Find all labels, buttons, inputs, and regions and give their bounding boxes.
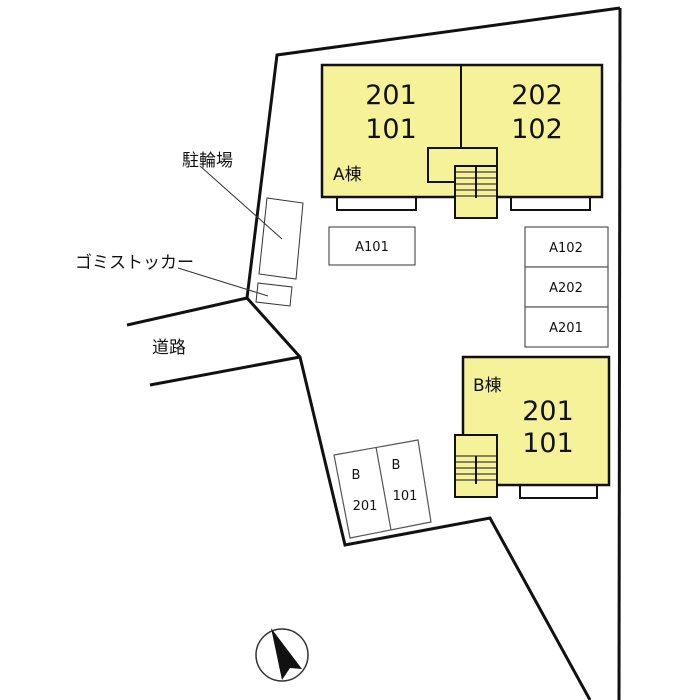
north-arrow-icon (255, 628, 309, 682)
road-edge-lower (149, 355, 301, 387)
label-garbage-stocker: ゴミストッカー (75, 252, 194, 273)
label-bicycle-parking: 駐輪場 (182, 151, 233, 171)
parking-space-a101: A101 (328, 226, 416, 266)
svg-text:B: B (392, 458, 401, 473)
unit-b-101: 101 (522, 428, 574, 459)
building-b-label: B棟 (473, 376, 502, 396)
parking-space-a102: A102 (524, 226, 609, 268)
building-a-balcony-left (336, 196, 417, 211)
property-boundary-right (617, 7, 622, 700)
svg-text:A101: A101 (355, 240, 389, 255)
building-a-balcony-right (510, 196, 591, 211)
building-b-balcony (519, 484, 598, 499)
building-a-staircase (454, 165, 498, 219)
garbage-stocker-area (255, 282, 293, 307)
leader-line-garbage (177, 267, 269, 297)
unit-a-102: 102 (511, 114, 563, 145)
parking-space-a202: A202 (524, 266, 609, 308)
svg-text:A202: A202 (549, 281, 583, 296)
building-a-label: A棟 (333, 165, 362, 185)
parking-area-b (333, 439, 432, 539)
building-b-staircase (454, 434, 498, 498)
svg-text:B: B (352, 468, 361, 483)
unit-b-201: 201 (522, 396, 574, 427)
road-edge-upper (126, 296, 248, 327)
svg-text:101: 101 (393, 489, 418, 504)
unit-a-202: 202 (511, 80, 563, 111)
parking-space-b101: B 101 (392, 458, 418, 504)
unit-a-201: 201 (365, 80, 417, 111)
parking-space-b201: B 201 (352, 468, 378, 514)
svg-text:A201: A201 (549, 321, 583, 336)
leader-line-bicycle (199, 165, 283, 240)
bicycle-parking-area (258, 197, 304, 280)
parking-space-a201: A201 (524, 306, 609, 348)
label-road: 道路 (152, 338, 186, 358)
unit-a-101: 101 (365, 114, 417, 145)
svg-text:A102: A102 (549, 241, 583, 256)
svg-text:201: 201 (353, 499, 378, 514)
